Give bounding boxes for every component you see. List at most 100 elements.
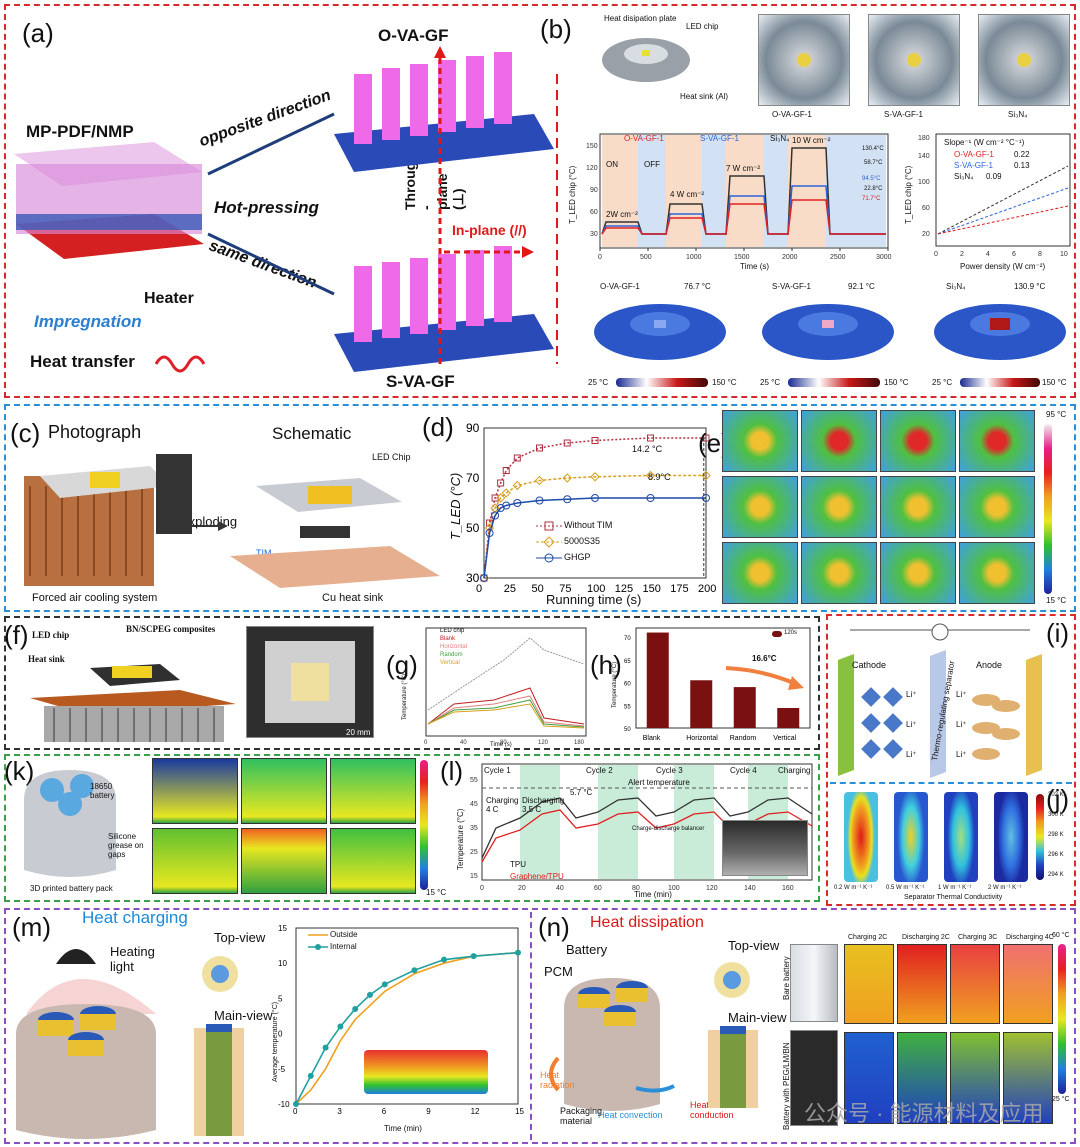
svg-text:35: 35 [470, 825, 478, 832]
h-ytick: 50 [624, 727, 631, 733]
l-alert: Alert temperature [628, 778, 690, 787]
svg-text:100: 100 [918, 179, 930, 186]
c-tim: TIM [256, 548, 272, 558]
a-heat-transfer: Heat transfer [30, 352, 135, 371]
j-label-3: 1 W m⁻¹ K⁻¹ [938, 885, 972, 891]
d-point [563, 439, 571, 447]
m-point [515, 949, 521, 956]
b-legend-2: S-VA-GF-1 [700, 134, 739, 143]
a-bottom-title: S-VA-GF [386, 372, 455, 391]
b-slope-svagf [937, 187, 1069, 235]
a-arrow-up [207, 112, 335, 176]
b-plate: Heat disipation plate [604, 14, 677, 23]
d-xtick: 125 [615, 583, 633, 595]
a-in-plane: In-plane (//) [452, 222, 527, 238]
b-scale-2-max: 150 °C [884, 378, 909, 387]
b-sink-1-temp: 76.7 °C [684, 282, 711, 291]
m-top-view [202, 956, 238, 992]
d-xtick: 50 [532, 583, 544, 595]
k-thermal-tile [241, 758, 327, 824]
d-point [502, 467, 510, 474]
k-thermal-tile [152, 828, 238, 894]
k-battery: 18650 battery [90, 782, 115, 800]
b-slope-1-name: O-VA-GF-1 [954, 150, 994, 159]
l-cycle-4: Cycle 4 [730, 766, 757, 775]
m-thermal-strip [364, 1050, 488, 1094]
d-point [502, 501, 511, 510]
e-thermal-tile [880, 476, 956, 538]
j-map-4 [994, 792, 1028, 882]
svg-text:25: 25 [470, 849, 478, 856]
m-light: Heating light [110, 944, 155, 974]
m-xtick: 9 [426, 1107, 431, 1116]
svg-text:80: 80 [632, 885, 640, 892]
d-legend-1: Without TIM [564, 520, 613, 530]
svg-text:4: 4 [986, 251, 990, 258]
e-thermal-grid [722, 410, 1038, 608]
d-point [513, 499, 522, 507]
e-scale [1044, 424, 1052, 594]
h-bar [646, 632, 669, 728]
b-ylabel: T_LED chip (°C) [568, 165, 577, 224]
j-map-2 [894, 792, 928, 882]
i-ion-5: Li⁺ [956, 720, 967, 729]
e-thermal-tile [722, 542, 798, 604]
l-legend-2: Graphene/TPU [510, 872, 564, 881]
h-bar [777, 708, 800, 728]
e-thermal-tile [801, 476, 877, 538]
n-thermal-tile [897, 1032, 947, 1124]
panel-g-label: (g) [386, 650, 418, 680]
m-xtick: 6 [382, 1107, 387, 1116]
m-main: Main-view [214, 1008, 273, 1023]
n-thermal-tile [897, 944, 947, 1024]
n-radiation: Heat radiation [540, 1070, 575, 1090]
m-legend-1: Outside [330, 930, 358, 939]
d-point [491, 511, 500, 520]
b-slope-3-name: Si₃N₄ [954, 172, 974, 181]
j-label-4: 2 W m⁻¹ K⁻¹ [988, 885, 1022, 891]
b-sink-2-name: S-VA-GF-1 [772, 282, 811, 291]
svg-text:0: 0 [598, 254, 602, 261]
j-scale-4: 296 K [1048, 852, 1064, 858]
i-anode-label: Anode [976, 660, 1003, 670]
b-slope-1-val: 0.22 [1014, 150, 1030, 159]
m-ylabel: Average temperature (°C) [272, 1001, 279, 1082]
svg-text:1500: 1500 [734, 254, 750, 261]
e-thermal-tile [880, 542, 956, 604]
d-point [702, 434, 710, 442]
e-thermal-tile [722, 410, 798, 472]
n-scale-max: 60 °C [1052, 932, 1070, 939]
a-axis-vertical-head [434, 46, 446, 58]
n-title: Heat dissipation [590, 914, 704, 931]
f-scale: 20 mm [346, 728, 371, 737]
svg-text:20: 20 [922, 231, 930, 238]
b-slope-title: Slope⁻¹ (W cm⁻² °C⁻¹) [944, 138, 1025, 147]
d-xtick: 75 [559, 583, 571, 595]
b-sink-3-name: Si₃N₄ [946, 282, 966, 291]
n-col-1: Charging 2C [848, 934, 888, 941]
b-scale-2-min: 25 °C [760, 378, 781, 387]
b-sink-2-temp: 92.1 °C [848, 282, 875, 291]
svg-text:120: 120 [706, 885, 718, 892]
panel-d-label: (d) [422, 412, 454, 442]
n-col-2: Discharging 2C [902, 934, 950, 941]
b-slope-ovagf [937, 205, 1069, 235]
m-title: Heat charging [82, 908, 188, 927]
n-main-view [708, 1026, 758, 1108]
d-point [591, 437, 599, 444]
n-illustration [549, 978, 675, 1111]
m-point [307, 1072, 314, 1079]
j-scale-1: 302 K [1048, 792, 1064, 798]
k-thermal-tile [152, 758, 238, 824]
svg-text:140: 140 [744, 885, 756, 892]
n-packaging: Packaging material [560, 1106, 603, 1126]
m-ytick: -5 [278, 1065, 286, 1074]
b-ann-3: 94.5°C [862, 176, 881, 182]
d-ytick: 30 [466, 571, 480, 585]
d-point [536, 444, 543, 452]
m-xlabel: Time (min) [384, 1124, 422, 1133]
